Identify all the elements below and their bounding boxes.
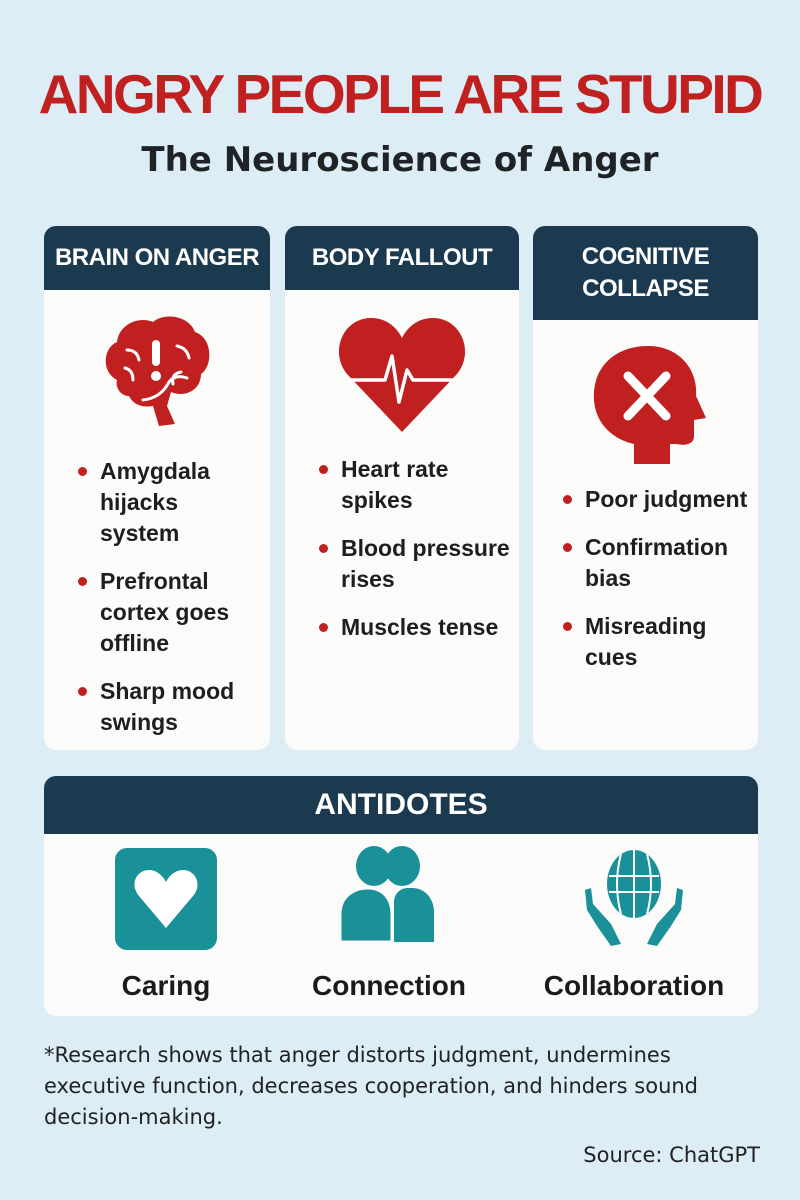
card-heading: BODY FALLOUT <box>311 244 493 271</box>
bullet-item: Prefrontal cortex goes offline <box>78 566 262 659</box>
bullet-item: Blood pressure rises <box>319 533 511 595</box>
antidote-caring: Caring <box>66 846 266 1002</box>
main-title-text: ANGRY PEOPLE ARE STUPID <box>38 63 764 125</box>
antidote-label: Connection <box>312 970 466 1001</box>
antidotes-header: ANTIDOTES <box>44 776 758 834</box>
antidote-label: Caring <box>121 970 211 1001</box>
head-x-icon <box>533 344 758 466</box>
globe-hands-icon <box>585 850 683 946</box>
bullet-item: Poor judgment <box>563 484 750 515</box>
bullet-list: Amygdala hijacks system Prefrontal corte… <box>78 456 262 750</box>
card-cognitive-collapse: COGNITIVE COLLAPSE Poor judgment Confirm… <box>533 226 758 750</box>
bullet-list: Heart rate spikes Blood pressure rises M… <box>319 454 511 660</box>
bullet-item: Muscles tense <box>319 612 511 643</box>
bullet-item: Sharp mood swings <box>78 676 262 738</box>
card-heading: COGNITIVE COLLAPSE <box>581 243 710 302</box>
heart-pulse-icon <box>285 316 519 434</box>
brain-alert-icon <box>44 310 270 428</box>
subtitle: The Neuroscience of Anger <box>141 140 659 180</box>
card-header: BRAIN ON ANGER <box>44 226 270 290</box>
antidotes-heading: ANTIDOTES <box>314 788 488 821</box>
card-brain-on-anger: BRAIN ON ANGER Amygdala hijacks system P… <box>44 226 270 750</box>
footnote: *Research shows that anger distorts judg… <box>44 1043 699 1129</box>
card-body-fallout: BODY FALLOUT Heart rate spikes Blood pre… <box>285 226 519 750</box>
card-header: BODY FALLOUT <box>285 226 519 290</box>
bullet-item: Confirmation bias <box>563 532 750 594</box>
card-header: COGNITIVE COLLAPSE <box>533 226 758 320</box>
people-icon <box>338 846 434 944</box>
bullet-item: Misreading cues <box>563 611 750 673</box>
card-heading: BRAIN ON ANGER <box>54 244 260 271</box>
bullet-list: Poor judgment Confirmation bias Misreadi… <box>563 484 750 690</box>
bullet-item: Amygdala hijacks system <box>78 456 262 549</box>
antidote-connection: Connection <box>289 846 489 1002</box>
antidote-label: Collaboration <box>543 970 725 1001</box>
antidote-collaboration: Collaboration <box>534 846 734 1002</box>
antidotes-panel: ANTIDOTES Caring Connection Collaboratio… <box>44 776 758 1016</box>
bullet-item: Heart rate spikes <box>319 454 511 516</box>
heart-square-icon <box>115 848 217 950</box>
source-credit: Source: ChatGPT <box>583 1143 760 1167</box>
main-title: ANGRY PEOPLE ARE STUPID <box>0 62 800 126</box>
